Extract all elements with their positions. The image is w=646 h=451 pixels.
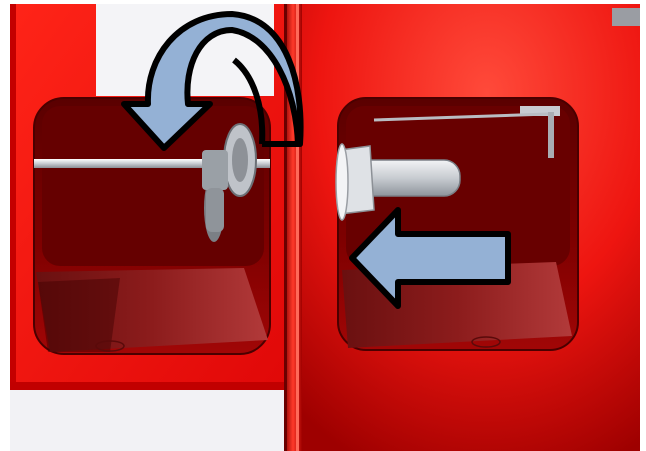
left-panel-left-edge — [10, 4, 16, 388]
gray-corner-tab — [612, 8, 640, 26]
panel-seam-highlight — [296, 4, 299, 451]
right-cavity — [338, 98, 578, 350]
bottom-white-band — [10, 388, 284, 451]
bottom-red-strip — [10, 382, 284, 390]
